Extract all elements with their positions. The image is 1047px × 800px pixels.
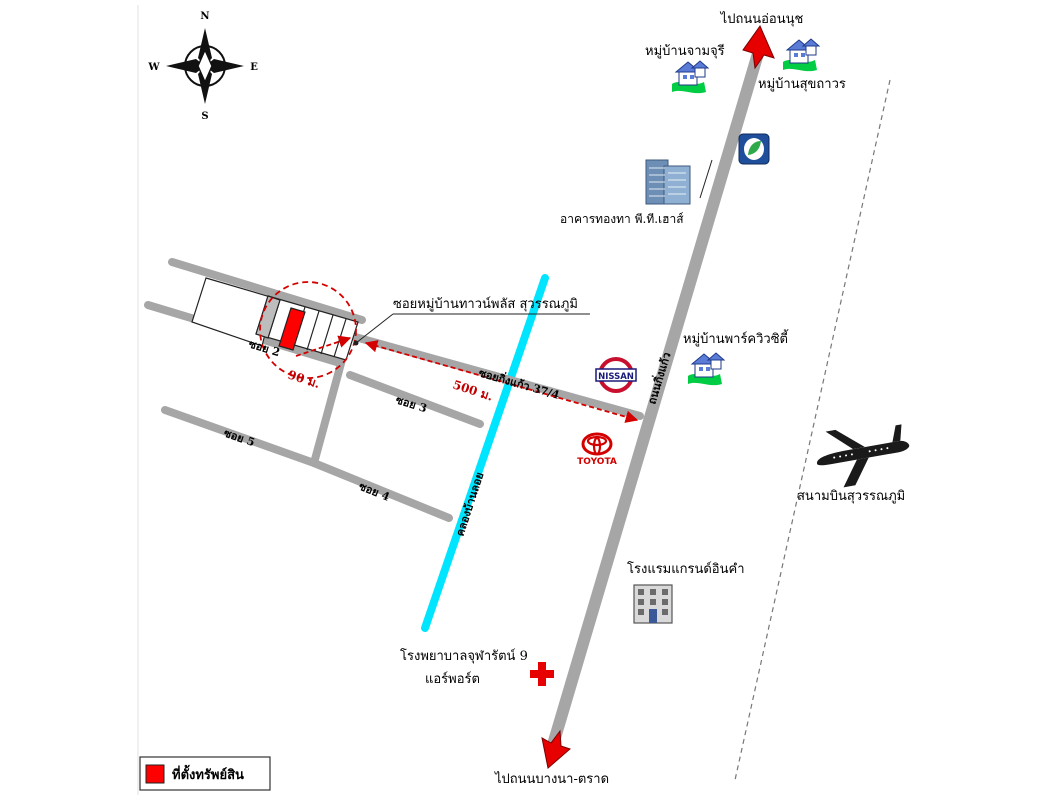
village-sukhathawon-house-icon (783, 38, 821, 72)
arrow-north-icon (742, 24, 775, 70)
airplane-icon (817, 424, 910, 488)
airport-boundary-line (734, 79, 891, 781)
legend-property-label: ที่ตั้งทรัพย์สิน (172, 764, 244, 783)
airport-label: สนามบินสุวรรณภูมิ (797, 489, 905, 504)
compass-east: E (250, 62, 258, 73)
hospital-label-line2: แอร์พอร์ต (425, 671, 480, 687)
hospital-label-line1: โรงพยาบาลจุฬารัตน์ 9 (400, 648, 528, 664)
arrow-south-icon (541, 729, 571, 769)
property-marker (278, 307, 306, 351)
village-park-city-house-icon (688, 352, 726, 386)
main-road-label: ถนนกิ่งแก้ว (644, 350, 674, 406)
compass-north: N (200, 11, 209, 22)
toyota-text: TOYOTA (577, 457, 617, 467)
nissan-logo-icon: NISSAN (595, 357, 637, 393)
distance-90-label: 90 ม. (286, 368, 322, 392)
ptt-station-icon (738, 133, 770, 165)
compass-rose-icon: N S E W (147, 11, 258, 122)
legend: ที่ตั้งทรัพย์สิน (139, 756, 271, 791)
nissan-text: NISSAN (598, 372, 634, 382)
property-highlight-circle (259, 281, 357, 379)
soi-5-label: ซอย 5 (222, 427, 257, 450)
canal-label: คลองบ้านลอย (453, 471, 486, 538)
village-jamjuree-label: หมู่บ้านจามจุรี (645, 43, 725, 59)
distance-arrow-90 (295, 335, 352, 357)
town-plus-pointer (355, 313, 394, 344)
hospital-cross-icon (530, 662, 554, 686)
toyota-logo-icon: TOYOTA (577, 432, 617, 467)
main-road (546, 38, 768, 750)
pt-building-pointer (699, 159, 713, 199)
hotel-label: โรงแรมแกรนด์อินคำ (627, 561, 745, 577)
village-town-plus-label: ซอยหมู่บ้านทาวน์พลัส สุวรรณภูมิ (393, 296, 578, 312)
distance-arrow-500 (364, 340, 639, 423)
to-bangna-label: ไปถนนบางนา-ตราด (494, 771, 609, 787)
village-park-city-label: หมู่บ้านพาร์ควิวซิตี้ (683, 329, 789, 347)
village-jamjuree-house-icon (672, 60, 710, 94)
legend-property-swatch (145, 764, 165, 784)
office-building-icon (645, 159, 691, 205)
village-sukhathawon-label: หมู่บ้านสุขถาวร (758, 77, 846, 92)
pt-building-label: อาคารทองทา พี.ที.เฮาส์ (560, 212, 684, 226)
hotel-building-icon (633, 584, 673, 624)
soi-3-label: ซอย 3 (394, 393, 428, 415)
to-onnut-label: ไปถนนอ่อนนุช (720, 11, 804, 27)
compass-west: W (147, 62, 160, 73)
canal-line (421, 274, 549, 632)
compass-south: S (201, 111, 208, 122)
